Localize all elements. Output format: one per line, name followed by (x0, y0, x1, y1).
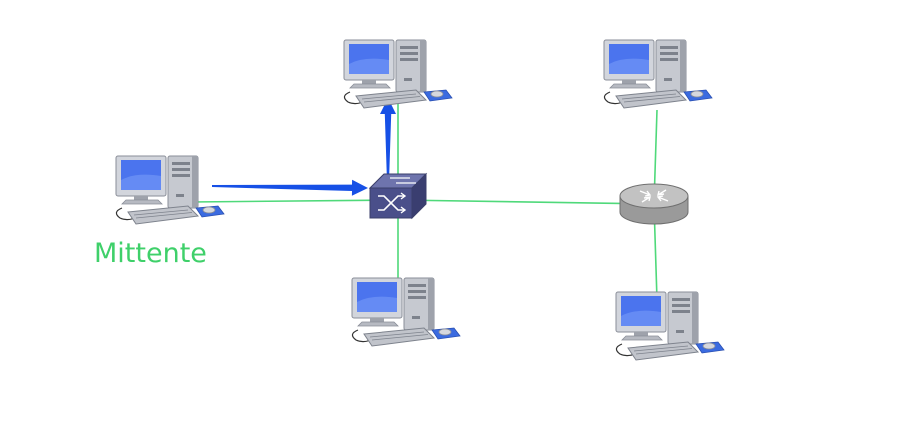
network-switch (368, 172, 428, 220)
computer-bottom-right (615, 291, 725, 361)
desktop-computer-icon (115, 155, 225, 225)
sender-label: Mittente (94, 238, 207, 269)
flows-layer (212, 98, 396, 196)
network-switch-icon (368, 172, 428, 220)
links-layer (189, 98, 658, 301)
desktop-computer-icon (343, 39, 453, 109)
flow-arrow-switch-to-pc-top-middle (380, 98, 396, 182)
flow-arrow-pc-sender-to-switch (212, 179, 368, 196)
router (619, 183, 689, 225)
computer-sender (115, 155, 225, 225)
computer-top-right (603, 39, 713, 109)
desktop-computer-icon (603, 39, 713, 109)
computer-bottom-middle (351, 277, 461, 347)
link-switch-to-router (397, 199, 655, 205)
router-icon (619, 183, 689, 225)
desktop-computer-icon (351, 277, 461, 347)
computer-top-middle (343, 39, 453, 109)
desktop-computer-icon (615, 291, 725, 361)
link-pc-sender-to-switch (189, 199, 399, 203)
